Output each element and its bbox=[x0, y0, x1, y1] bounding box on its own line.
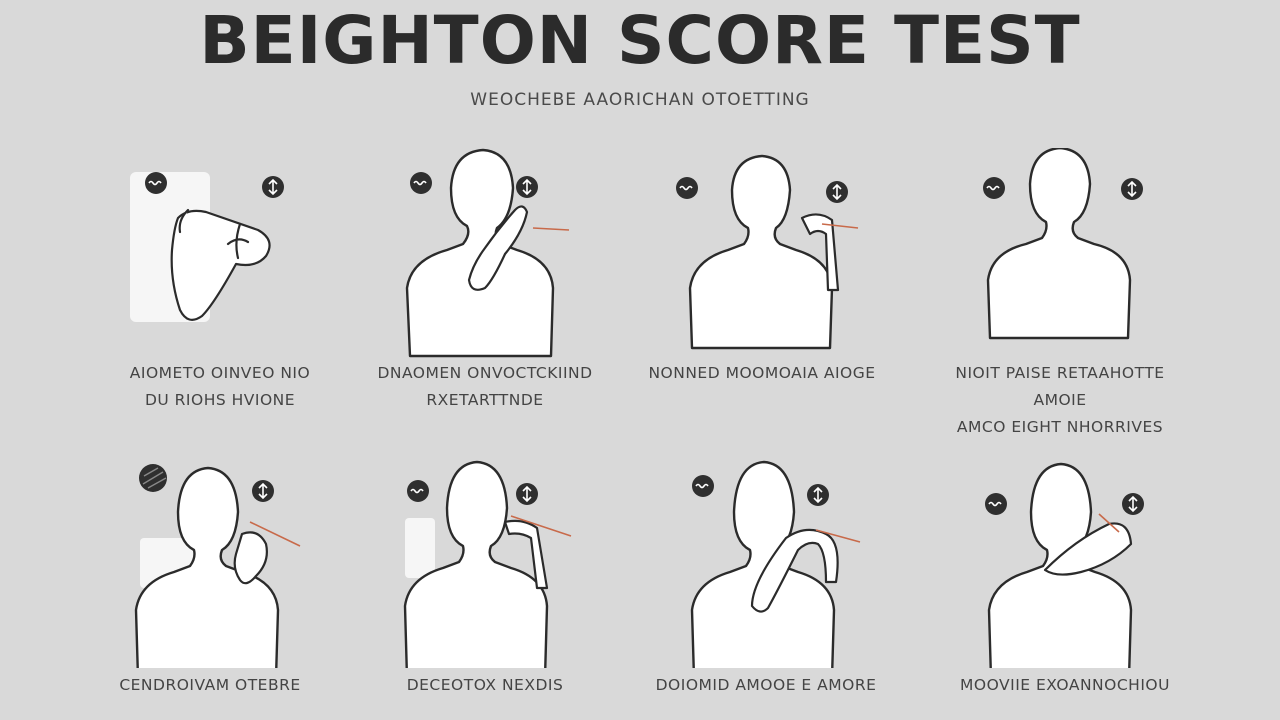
updown-arrow-icon bbox=[826, 181, 848, 203]
figure-2 bbox=[405, 148, 570, 358]
figure-1 bbox=[130, 172, 284, 322]
card-5-caption: CENDROIVAM OTEBRE bbox=[119, 676, 301, 694]
figure-3 bbox=[676, 154, 859, 350]
updown-arrow-icon bbox=[1121, 178, 1143, 200]
updown-arrow-icon bbox=[262, 176, 284, 198]
wave-icon bbox=[985, 493, 1007, 515]
card-4-caption: NIOIT PAISE RETAAHOTTE AMOIE AMCO EIGHT … bbox=[955, 364, 1165, 436]
page-title: BEIGHTON SCORE TEST bbox=[199, 2, 1081, 79]
wave-icon bbox=[692, 475, 714, 497]
updown-arrow-icon bbox=[516, 483, 538, 505]
wave-icon bbox=[983, 177, 1005, 199]
figure-5 bbox=[134, 464, 301, 668]
figure-6 bbox=[403, 460, 572, 668]
updown-arrow-icon bbox=[1122, 493, 1144, 515]
card-7-caption: DOIOMID AMOOE E AMORE bbox=[655, 676, 877, 694]
card-8-caption: MOOVIIE EXOANNOCHIOU bbox=[960, 676, 1170, 694]
figure-4 bbox=[983, 148, 1143, 340]
updown-arrow-icon bbox=[516, 176, 538, 198]
wave-icon bbox=[407, 480, 429, 502]
card-1-caption: AIOMETO OINVEO NIO DU RIOHS HVIONE bbox=[129, 364, 311, 409]
figure-7 bbox=[690, 460, 861, 668]
wave-icon bbox=[676, 177, 698, 199]
updown-arrow-icon bbox=[252, 480, 274, 502]
updown-arrow-icon bbox=[807, 484, 829, 506]
card-3-caption: NONNED MOOMOAIA AIOGE bbox=[648, 364, 876, 382]
wave-icon bbox=[410, 172, 432, 194]
striped-circle-icon bbox=[139, 464, 167, 492]
wave-icon bbox=[145, 172, 167, 194]
card-6-caption: DECEOTOX NEXDIS bbox=[406, 676, 564, 694]
figure-8 bbox=[985, 462, 1144, 668]
page-subtitle: WEOCHEBE AAORICHAN OTOETTING bbox=[470, 90, 810, 110]
card-2-caption: DNAOMEN ONVOCTCKIIND RXETARTTNDE bbox=[377, 364, 593, 409]
